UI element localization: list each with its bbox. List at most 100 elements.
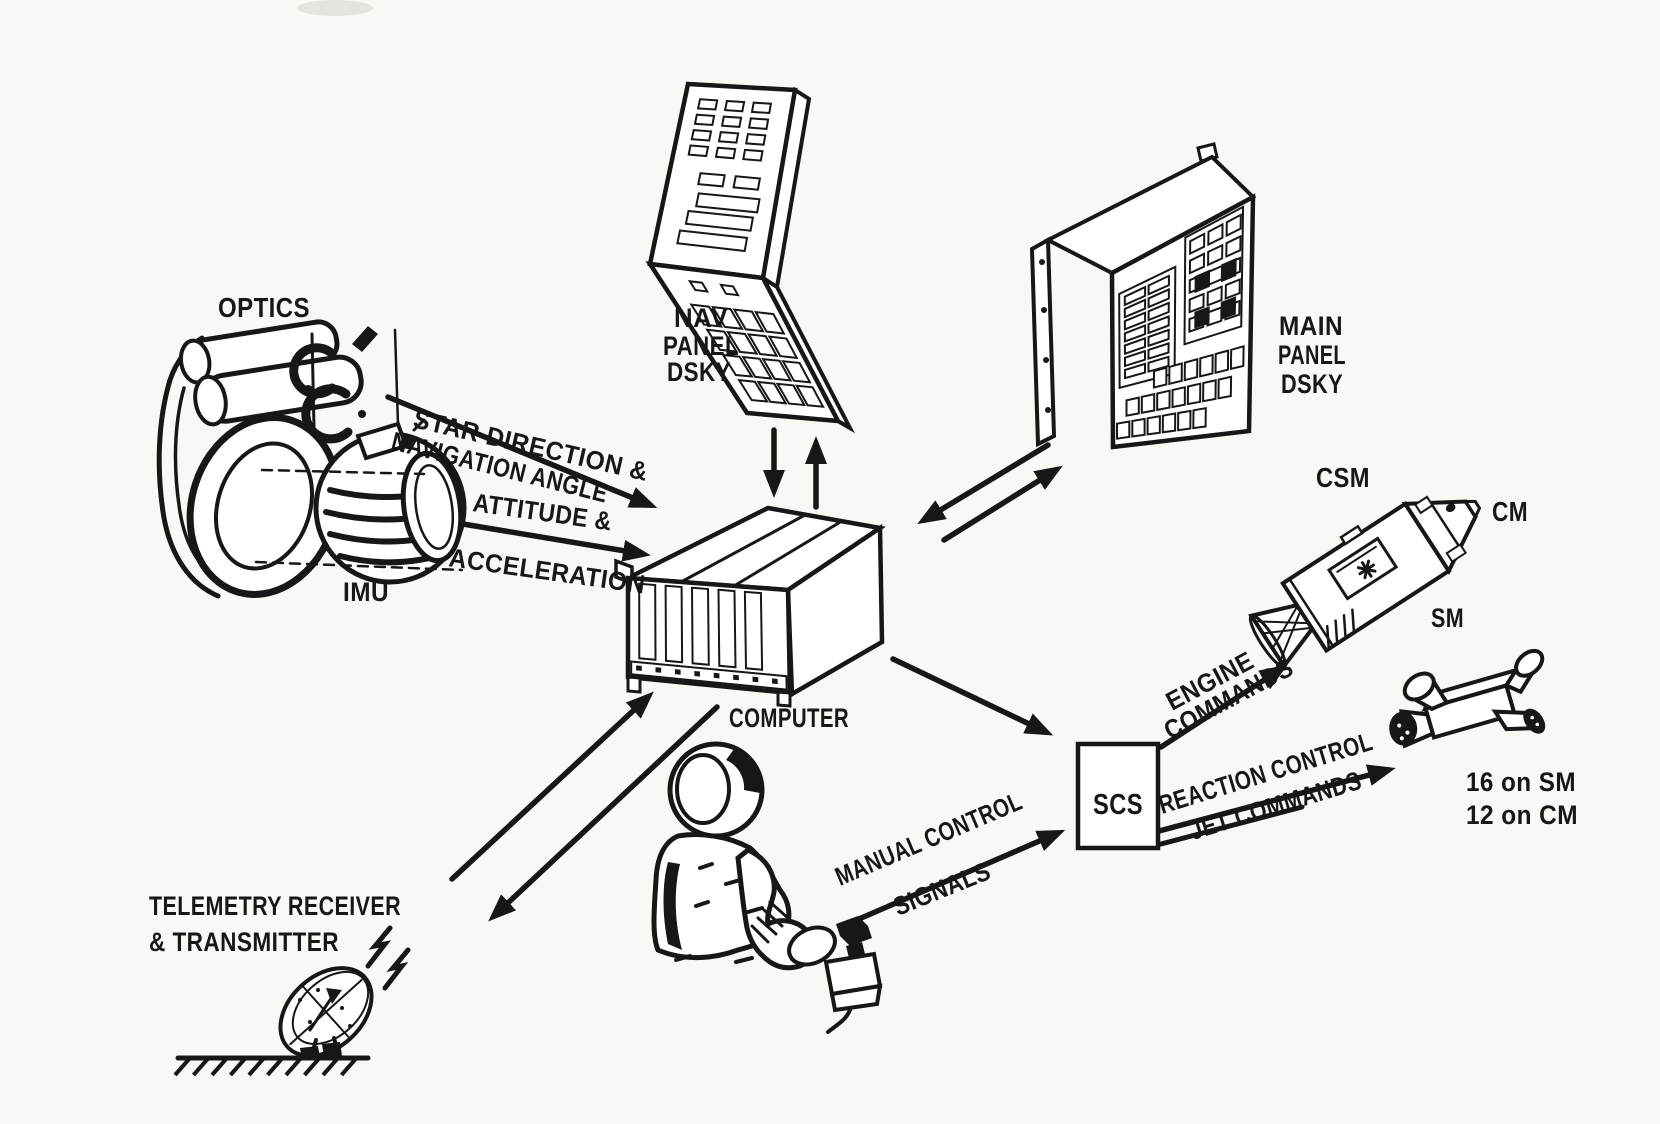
optics-label: OPTICS bbox=[218, 292, 310, 323]
csm-label: CSM bbox=[1316, 462, 1370, 493]
astronaut-glove bbox=[787, 925, 837, 967]
panel-cell bbox=[1123, 298, 1147, 319]
ground-tick bbox=[284, 1056, 303, 1077]
panel-cell bbox=[1177, 409, 1192, 432]
astronaut-figure bbox=[651, 741, 883, 1034]
main-dsky-flange bbox=[1029, 236, 1057, 448]
optics-scopes bbox=[178, 319, 364, 427]
panel-cell bbox=[1147, 355, 1170, 373]
arrow-telemetry-to-computer bbox=[449, 691, 654, 882]
panel-cell bbox=[741, 355, 774, 380]
rcs-count-sm-label: 16 on SM bbox=[1466, 767, 1576, 797]
panel-cell bbox=[705, 328, 739, 353]
panel-cell bbox=[1207, 222, 1224, 247]
manual-control-label-line2: SIGNALS bbox=[889, 856, 995, 922]
nav-dsky-label-line1: NAV bbox=[674, 303, 728, 333]
panel-cell bbox=[1188, 252, 1206, 275]
panel-cell bbox=[689, 303, 724, 328]
ground-tick bbox=[229, 1056, 247, 1077]
imu-label: IMU bbox=[343, 577, 389, 607]
ground-tick bbox=[173, 1056, 192, 1077]
cm-label: CM bbox=[1492, 496, 1528, 527]
manual-control-label-line1: MANUAL CONTROL bbox=[831, 786, 1027, 892]
eyepiece-stub bbox=[352, 326, 378, 352]
telemetry-label-line1: TELEMETRY RECEIVER bbox=[149, 891, 401, 921]
panel-cell bbox=[746, 333, 779, 358]
csm-spacecraft-drawing bbox=[1248, 495, 1482, 670]
panel-cell bbox=[733, 674, 739, 681]
panel-cell bbox=[1192, 407, 1207, 430]
panel-cell bbox=[1147, 328, 1170, 348]
sm-label: SM bbox=[1431, 603, 1464, 633]
panel-cell bbox=[767, 335, 799, 360]
panel-cell bbox=[752, 676, 759, 683]
panel-cell bbox=[717, 131, 740, 144]
panel-cell bbox=[714, 146, 737, 160]
scs-label: SCS bbox=[1093, 789, 1143, 821]
nav-dsky-label-line3: DSKY bbox=[667, 357, 731, 387]
arrow-optics-to-computer bbox=[385, 394, 658, 509]
panel-cell bbox=[1161, 412, 1177, 434]
panel-cell bbox=[1146, 415, 1161, 436]
panel-cell bbox=[732, 308, 765, 333]
telemetry-label-line2: & TRANSMITTER bbox=[149, 927, 339, 957]
ground-tick bbox=[303, 1056, 321, 1077]
panel-cell bbox=[1123, 336, 1147, 356]
panel-cell bbox=[690, 129, 713, 142]
optics-imu-leader-line bbox=[260, 468, 426, 476]
panel-cell bbox=[1217, 375, 1233, 400]
panel-cell bbox=[1202, 379, 1217, 403]
ground-tick bbox=[321, 1056, 340, 1077]
panel-cell bbox=[1123, 311, 1147, 331]
panel-cell bbox=[1224, 278, 1241, 300]
arrow-maindsky-to-computer bbox=[917, 442, 1051, 525]
ground-tick bbox=[340, 1056, 358, 1077]
panel-cell bbox=[1147, 314, 1170, 335]
panel-cell bbox=[750, 101, 773, 115]
rcs-quad-drawing bbox=[1389, 648, 1546, 749]
panel-cell bbox=[1147, 342, 1170, 361]
panel-cell bbox=[1147, 287, 1170, 309]
panel-cell bbox=[721, 353, 754, 378]
panel-cell bbox=[676, 229, 749, 253]
panel-cell bbox=[687, 279, 710, 293]
arrow-imu-to-computer bbox=[460, 521, 651, 562]
ground-tick bbox=[210, 1056, 229, 1077]
panel-cell bbox=[1188, 292, 1205, 314]
panel-cell bbox=[1124, 349, 1146, 368]
panel-cell bbox=[1194, 306, 1210, 329]
panel-cell bbox=[742, 148, 764, 162]
panel-cell bbox=[1194, 269, 1211, 294]
panel-cell bbox=[745, 133, 767, 146]
panel-cell bbox=[713, 672, 720, 679]
panel-cell bbox=[1220, 296, 1237, 320]
panel-cell bbox=[1152, 366, 1168, 389]
panel-cell bbox=[794, 384, 825, 408]
panel-cell bbox=[674, 669, 681, 675]
panel-cell bbox=[684, 209, 755, 232]
panel-cell bbox=[756, 380, 788, 405]
panel-cell bbox=[697, 172, 726, 188]
panel-cell bbox=[1140, 392, 1156, 415]
controller-cable bbox=[826, 1008, 852, 1034]
rcs-nozzle-up bbox=[1402, 671, 1436, 702]
main-dsky-label-line2: PANEL bbox=[1278, 340, 1346, 370]
optics-imu-leader-line bbox=[254, 560, 464, 572]
paper-smudge bbox=[297, 0, 373, 16]
ground-tick bbox=[247, 1056, 266, 1077]
panel-cell bbox=[725, 330, 759, 355]
panel-cell bbox=[747, 117, 770, 130]
panel-cell bbox=[1123, 324, 1147, 343]
arrow-astronaut-to-scs bbox=[842, 829, 1066, 928]
rcs-count-cm-label: 12 on CM bbox=[1466, 800, 1578, 830]
panel-cell bbox=[1207, 243, 1224, 267]
panel-cell bbox=[638, 582, 657, 661]
panel-cell bbox=[630, 660, 788, 691]
panel-cell bbox=[687, 144, 710, 158]
panel-cell bbox=[1214, 349, 1230, 374]
radio-signal-bolt bbox=[365, 925, 393, 969]
arrow-computer-to-maindsky bbox=[941, 465, 1063, 543]
scs-box bbox=[1075, 741, 1161, 851]
telemetry-dish-drawing bbox=[175, 925, 411, 1061]
rcs-nozzle-right bbox=[1514, 648, 1545, 678]
